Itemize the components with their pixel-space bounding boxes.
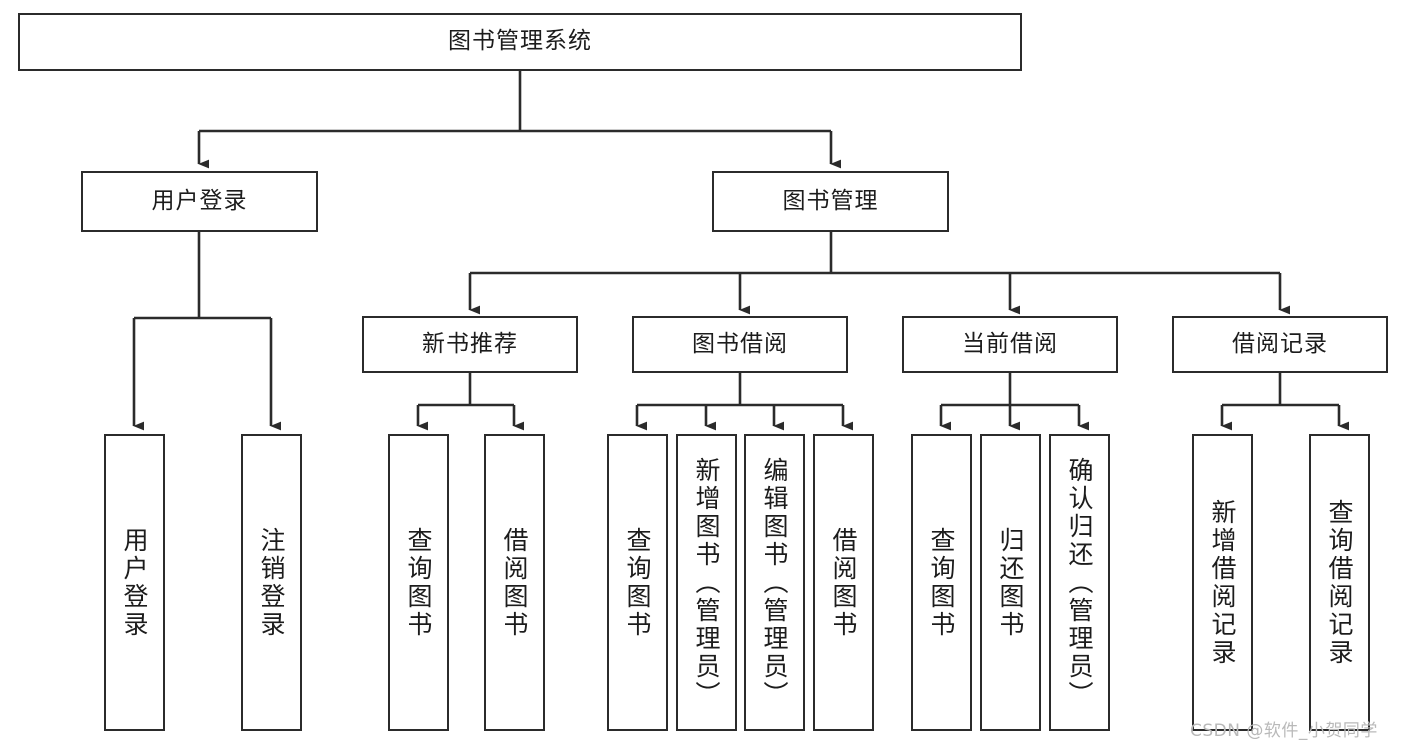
leaf-logout[interactable]: 注销登录 [241,434,302,731]
leaf-query-book-recommend[interactable]: 查询图书 [388,434,449,731]
node-new-book-recommend[interactable]: 新书推荐 [362,316,578,373]
leaf-query-book-current[interactable]: 查询图书 [911,434,972,731]
leaf-return-book[interactable]: 归还图书 [980,434,1041,731]
leaf-add-book-admin[interactable]: 新增图书（管理员） [676,434,737,731]
node-root-book-management-system[interactable]: 图书管理系统 [18,13,1022,71]
leaf-confirm-return-admin[interactable]: 确认归还（管理员） [1049,434,1110,731]
leaf-query-borrow-record[interactable]: 查询借阅记录 [1309,434,1370,731]
leaf-query-book-borrow[interactable]: 查询图书 [607,434,668,731]
leaf-borrow-book-recommend[interactable]: 借阅图书 [484,434,545,731]
leaf-edit-book-admin[interactable]: 编辑图书（管理员） [744,434,805,731]
csdn-watermark: CSDN @软件_小贺同学 [1190,721,1378,741]
node-user-login[interactable]: 用户登录 [81,171,318,232]
leaf-add-borrow-record[interactable]: 新增借阅记录 [1192,434,1253,731]
node-current-borrow[interactable]: 当前借阅 [902,316,1118,373]
leaf-borrow-book[interactable]: 借阅图书 [813,434,874,731]
leaf-user-login[interactable]: 用户登录 [104,434,165,731]
node-book-management[interactable]: 图书管理 [712,171,949,232]
node-borrow-record[interactable]: 借阅记录 [1172,316,1388,373]
node-book-borrow[interactable]: 图书借阅 [632,316,848,373]
